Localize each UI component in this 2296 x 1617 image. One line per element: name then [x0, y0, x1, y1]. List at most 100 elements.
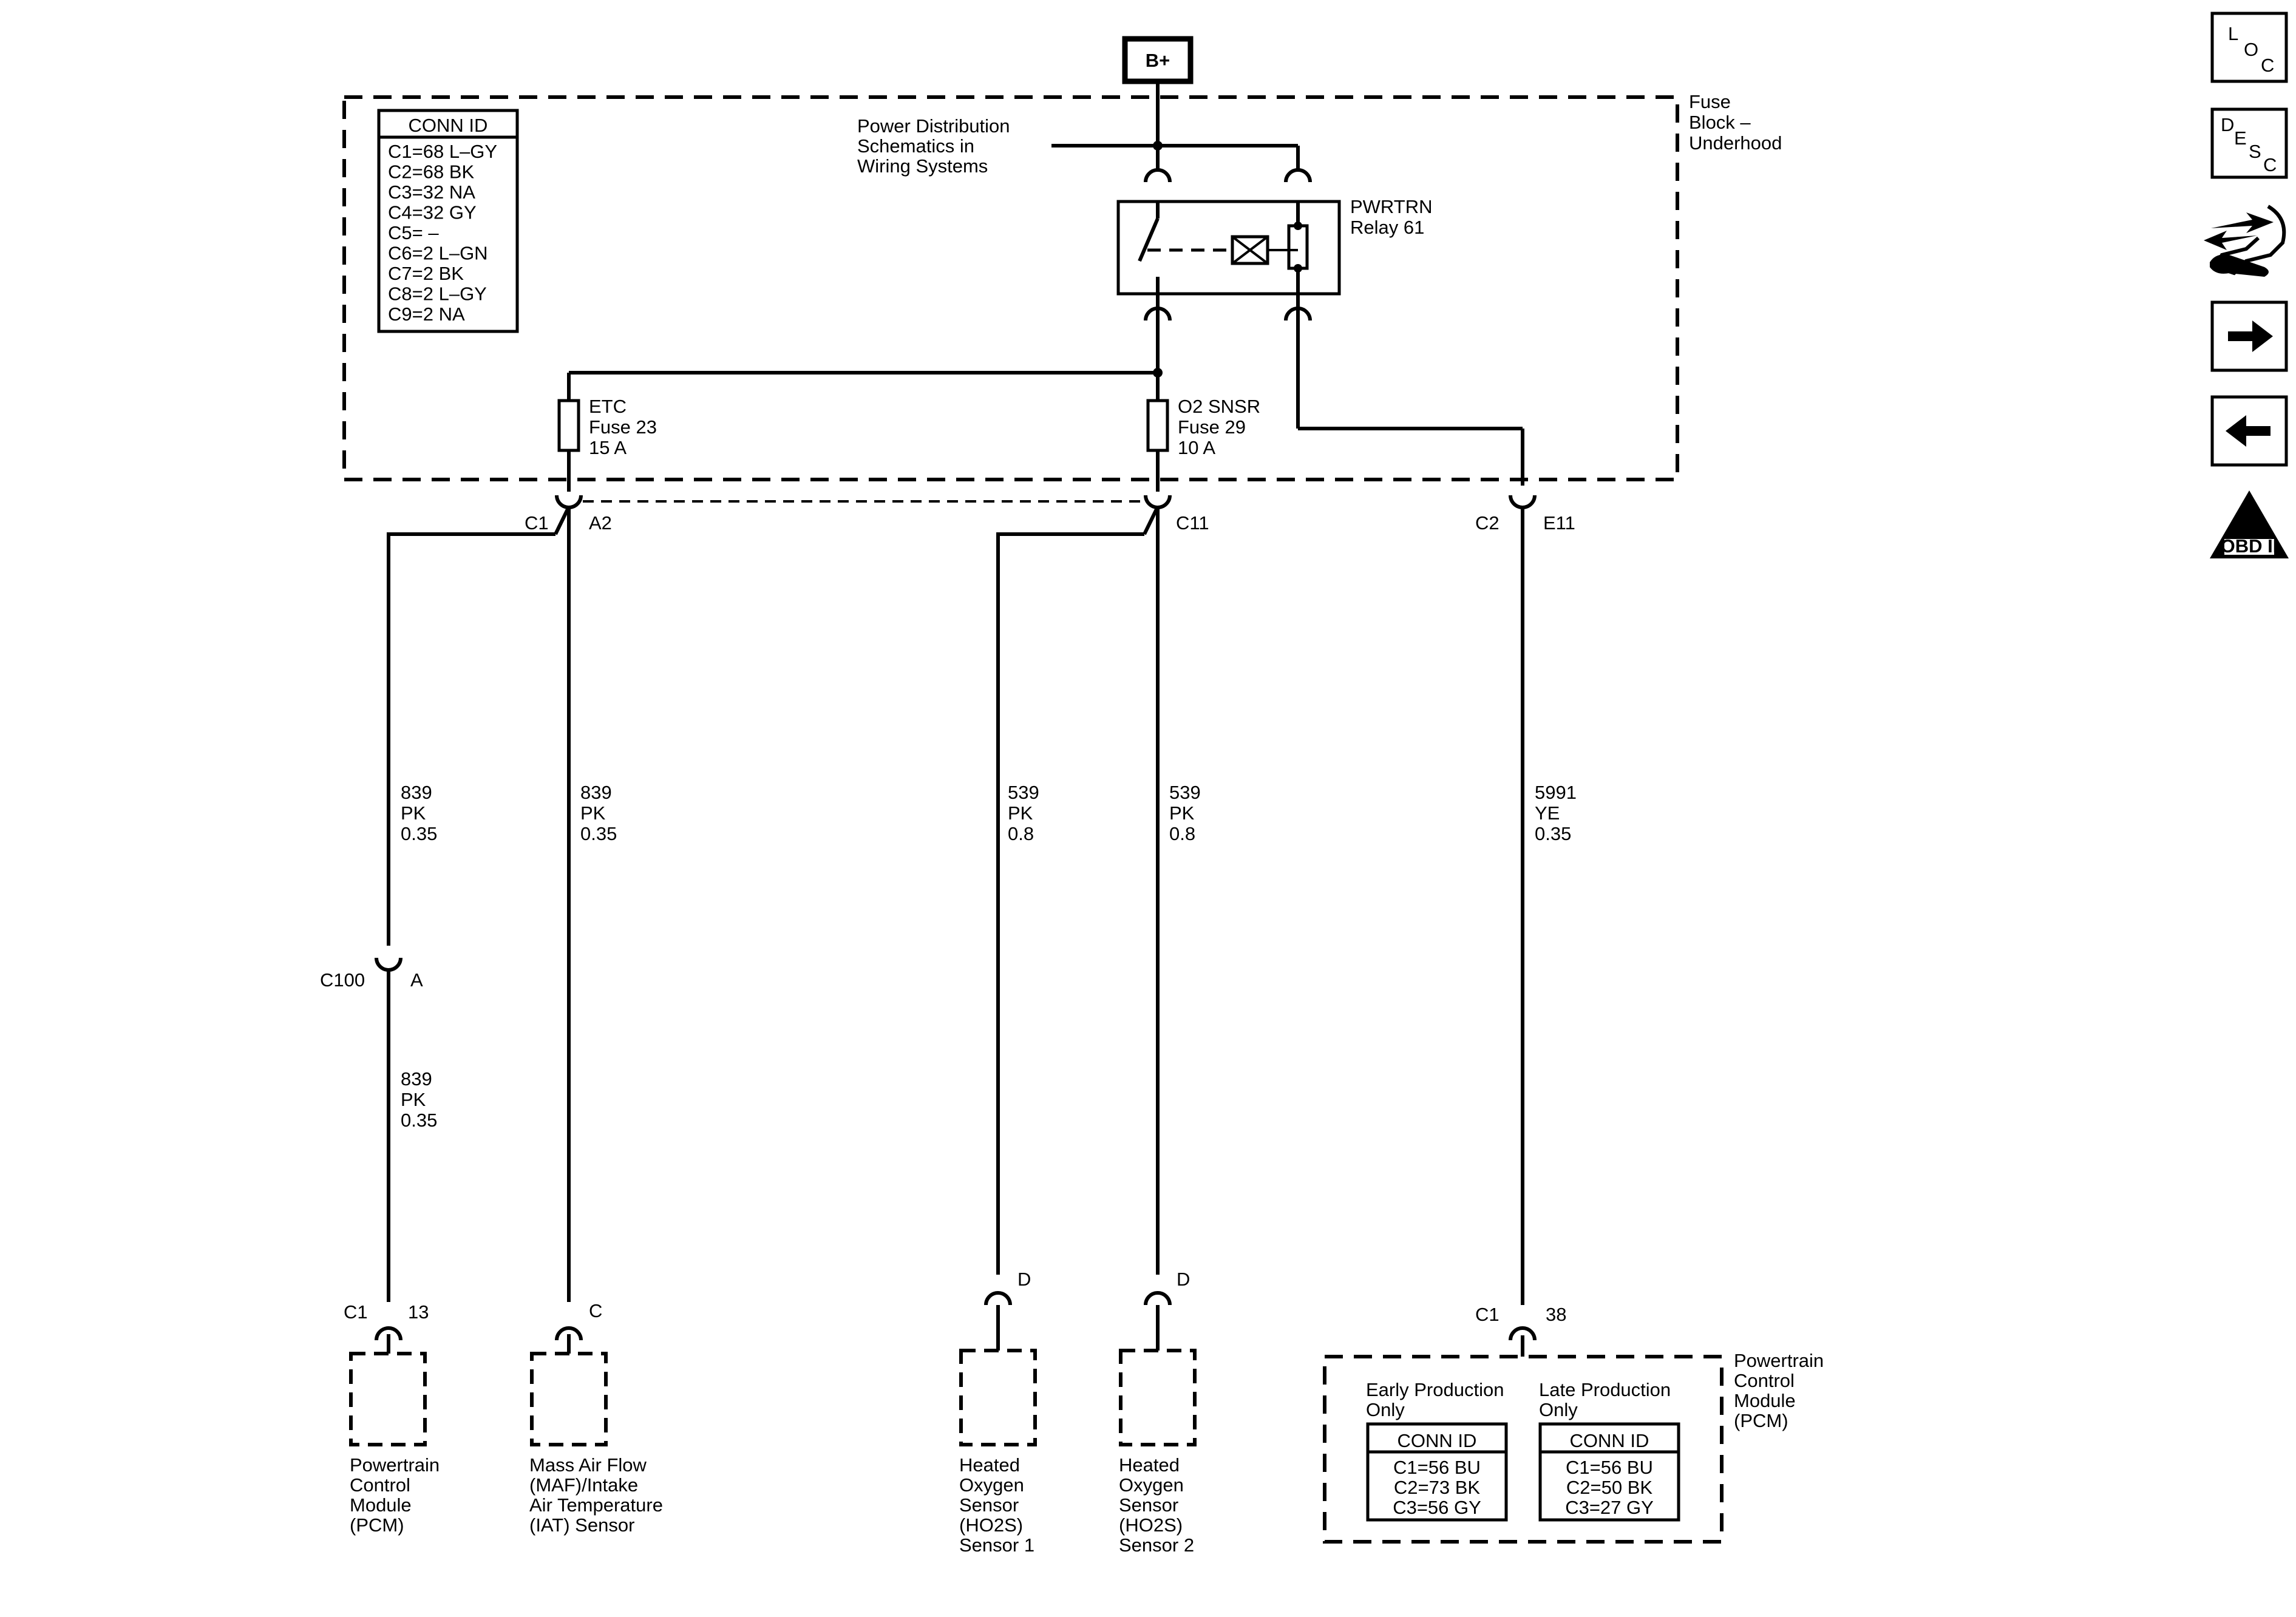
wire-539-b-line-2: PK — [1169, 802, 1195, 824]
pcm2-early-title-line-1: Early Production — [1366, 1379, 1504, 1400]
wire-539-b-line-1: 539 — [1169, 782, 1201, 803]
component-pcm2-line-1: Powertrain — [1734, 1350, 1824, 1371]
wire-839-c-line-3: 0.35 — [580, 823, 617, 844]
maf-box — [530, 1352, 608, 1446]
wire-539-a-line-3: 0.8 — [1008, 823, 1034, 844]
component-ho2s2-line-5: Sensor 2 — [1119, 1534, 1194, 1556]
connector-pcm2: C1 — [1475, 1304, 1500, 1325]
wire-839-a-line-1: 839 — [401, 782, 432, 803]
component-pcm1-line-1: Powertrain — [350, 1454, 440, 1476]
pcm2-early-title-line-2: Only — [1366, 1399, 1405, 1420]
component-maf-line-2: (MAF)/Intake — [529, 1474, 638, 1496]
connector-c11: C11 — [1176, 512, 1209, 534]
connector-c100-pin: A — [410, 969, 423, 991]
obd-ii-numeral: II — [2244, 517, 2254, 538]
connector-c11-pin — [1144, 495, 1172, 509]
next-button[interactable] — [2210, 300, 2288, 372]
desc-icon-e: E — [2234, 127, 2247, 149]
connector-c100-symbol — [375, 957, 402, 972]
connector-maf-symbol — [555, 1326, 583, 1341]
connector-e11: E11 — [1543, 512, 1575, 534]
component-ho2s2-line-4: (HO2S) — [1119, 1514, 1183, 1536]
connector-pcm1-pin: 13 — [408, 1301, 429, 1323]
pcm2-early-row-line-1: C1=56 BU — [1393, 1457, 1481, 1478]
connector-pcm2-pin: 38 — [1546, 1304, 1566, 1325]
loc-button[interactable]: LOC — [2210, 12, 2288, 83]
conn-table-main-row-line-2: C2=68 BK — [388, 161, 475, 183]
conn-table-early — [1366, 1422, 1508, 1522]
desc-icon-c: C — [2263, 154, 2277, 175]
conn-table-main-row-line-5: C5= – — [388, 222, 439, 243]
loc-icon-o: O — [2244, 39, 2258, 60]
pcm2-late-row-line-3: C3=27 GY — [1565, 1497, 1654, 1518]
component-pcm2-line-2: Control — [1734, 1370, 1795, 1391]
conn-table-main-header: CONN ID — [409, 115, 488, 136]
wire-839-b-line-2: PK — [401, 1089, 426, 1110]
conn-table-main-row-line-4: C4=32 GY — [388, 202, 477, 223]
relay-pin-4 — [1284, 307, 1312, 321]
relay-pin-1 — [1144, 168, 1172, 183]
wire-539-b-line-3: 0.8 — [1169, 823, 1195, 844]
power-dist-note-line-2: Schematics in — [857, 135, 974, 157]
conn-table-main-row-line-6: C6=2 L–GN — [388, 243, 488, 264]
fuse-block-label-line-3: Underhood — [1689, 132, 1782, 154]
fuse-block-border — [342, 95, 1679, 481]
wire-5991-line-1: 5991 — [1535, 782, 1577, 803]
conn-table-main — [377, 109, 519, 333]
component-ho2s1-line-1: Heated — [959, 1454, 1020, 1476]
diagnostic-icon[interactable] — [2204, 205, 2286, 277]
obd-ii-text: OBD II — [2221, 535, 2278, 557]
wire-839-c-line-2: PK — [580, 802, 606, 824]
pcm2-late-header: CONN ID — [1570, 1430, 1649, 1451]
next-arrow-icon — [2228, 320, 2273, 352]
pcm2-late-title-line-2: Only — [1539, 1399, 1578, 1420]
wire-839-b-line-3: 0.35 — [401, 1110, 437, 1131]
previous-button[interactable] — [2210, 395, 2288, 467]
loc-icon-l: L — [2228, 23, 2238, 44]
loc-icon-c: C — [2261, 55, 2274, 76]
fuse-block-label-line-1: Fuse — [1689, 91, 1731, 112]
wire-5991-line-2: YE — [1535, 802, 1560, 824]
relay-label-line-1: PWRTRN — [1350, 196, 1432, 217]
fuse-o2 — [1146, 399, 1169, 452]
connector-ho2s2-pin: D — [1177, 1269, 1190, 1290]
component-ho2s1-line-4: (HO2S) — [959, 1514, 1023, 1536]
power-dist-note-line-1: Power Distribution — [857, 115, 1010, 137]
component-ho2s2-line-1: Heated — [1119, 1454, 1180, 1476]
component-pcm2-line-3: Module — [1734, 1390, 1796, 1411]
pcm2-late-row-line-2: C2=50 BK — [1566, 1477, 1653, 1498]
conn-table-main-row-line-3: C3=32 NA — [388, 181, 475, 203]
fuse-o2-label-line-2: Fuse 29 — [1178, 416, 1246, 438]
connector-maf-pin: C — [589, 1300, 602, 1321]
connector-pcm1-symbol — [375, 1326, 402, 1341]
wire-5991-line-3: 0.35 — [1535, 823, 1571, 844]
connector-c2-e11 — [1509, 495, 1537, 509]
relay-pin-2 — [1284, 168, 1312, 183]
battery-label: B+ — [1146, 50, 1170, 71]
ho2s2-box — [1119, 1349, 1197, 1446]
relay-label-line-2: Relay 61 — [1350, 217, 1424, 238]
connector-ho2s1-pin: D — [1017, 1269, 1031, 1290]
conn-table-main-row-line-8: C8=2 L–GY — [388, 283, 487, 305]
connector-c1-left: C1 — [525, 512, 549, 534]
wire-839-a-line-3: 0.35 — [401, 823, 437, 844]
component-maf-line-1: Mass Air Flow — [529, 1454, 647, 1476]
wire-539-a-line-2: PK — [1008, 802, 1033, 824]
connector-a2: A2 — [589, 512, 612, 534]
wire-539-a-line-1: 539 — [1008, 782, 1039, 803]
wire-839-a-line-2: PK — [401, 802, 426, 824]
component-ho2s1-line-2: Oxygen — [959, 1474, 1024, 1496]
component-ho2s2-line-2: Oxygen — [1119, 1474, 1184, 1496]
conn-table-main-row-line-1: C1=68 L–GY — [388, 141, 497, 162]
fuse-o2-label-line-3: 10 A — [1178, 437, 1215, 458]
connector-c100: C100 — [320, 969, 365, 991]
power-dist-note-line-3: Wiring Systems — [857, 155, 988, 177]
relay-pin-3 — [1144, 307, 1172, 321]
pcm-box-1 — [349, 1352, 427, 1446]
fuse-etc-label-line-3: 15 A — [589, 437, 627, 458]
wire-839-b-line-1: 839 — [401, 1068, 432, 1090]
previous-arrow-icon — [2226, 415, 2271, 447]
